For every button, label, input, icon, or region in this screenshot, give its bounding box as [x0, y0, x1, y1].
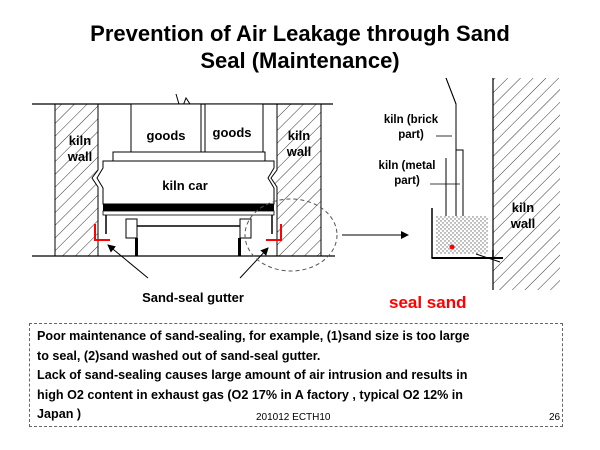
explanation-note: Poor maintenance of sand-sealing, for ex…: [29, 323, 563, 427]
right-kiln-wall: [270, 103, 322, 257]
right-kiln-wall-detail: [493, 78, 560, 290]
kiln-wall-left-label: kiln wall: [60, 133, 100, 165]
seal-point-dot: [449, 244, 455, 250]
note-line: Poor maintenance of sand-sealing, for ex…: [37, 329, 470, 343]
car-frame-top: [103, 204, 274, 211]
gutter-arrow-right: [239, 247, 269, 279]
goods-block-1: [130, 103, 202, 153]
car-platform: [112, 151, 266, 162]
note-line: Lack of sand-sealing causes large amount…: [37, 368, 468, 382]
seal-sand-label: seal sand: [389, 293, 467, 312]
highlight-ellipse: [244, 198, 338, 272]
note-line: high O2 content in exhaust gas (O2 17% i…: [37, 387, 463, 402]
wheel-post-right: [238, 238, 241, 256]
title-line-1: Prevention of Air Leakage through Sand: [90, 21, 510, 46]
wheel-post-left: [135, 238, 138, 256]
kiln-wall-detail-label: kiln wall: [502, 200, 544, 232]
sand-seal-gutter-label: Sand-seal gutter: [142, 290, 244, 305]
kiln-wall-left-line-1: kiln: [68, 133, 92, 148]
left-kiln-wall: [54, 103, 99, 257]
note-line: Japan ): [37, 407, 82, 421]
sand-seal-gutter-left: [94, 224, 110, 241]
note-line: to seal, (2)sand washed out of sand-seal…: [37, 348, 321, 363]
brick-part-label: kiln (brick part): [380, 113, 442, 143]
car-frame-bottom: [102, 210, 275, 216]
brick-part-line-2: part): [398, 129, 424, 141]
title-line-2: Seal (Maintenance): [200, 48, 400, 73]
kiln-car-label: kiln car: [162, 178, 208, 193]
kiln-wall-detail-line-2: wall: [510, 216, 536, 231]
seal-sand-fill: [436, 216, 488, 254]
kiln-wall-left-line-2: wall: [67, 149, 93, 164]
slide-title: Prevention of Air Leakage through Sand S…: [0, 20, 600, 74]
metal-part-label: kiln (metal part): [376, 159, 438, 189]
goods-label-1: goods: [146, 128, 186, 143]
page-number: 26: [549, 412, 561, 423]
kiln-wall-right-label: kiln wall: [278, 128, 320, 160]
kiln-wall-right-line-2: wall: [286, 144, 312, 159]
footer-code: 201012 ECTH10: [256, 412, 331, 423]
metal-part-line-1: kiln (metal: [378, 160, 436, 172]
gutter-arrow-left: [107, 244, 149, 279]
sand-seal-gutter-right: [266, 224, 282, 241]
kiln-wall-right-line-1: kiln: [287, 128, 311, 143]
goods-label-2: goods: [212, 125, 252, 140]
brick-part-line-1: kiln (brick: [383, 114, 439, 126]
wheel-left: [125, 218, 138, 239]
metal-part-line-2: part): [394, 175, 420, 187]
kiln-wall-detail-line-1: kiln: [511, 200, 535, 215]
